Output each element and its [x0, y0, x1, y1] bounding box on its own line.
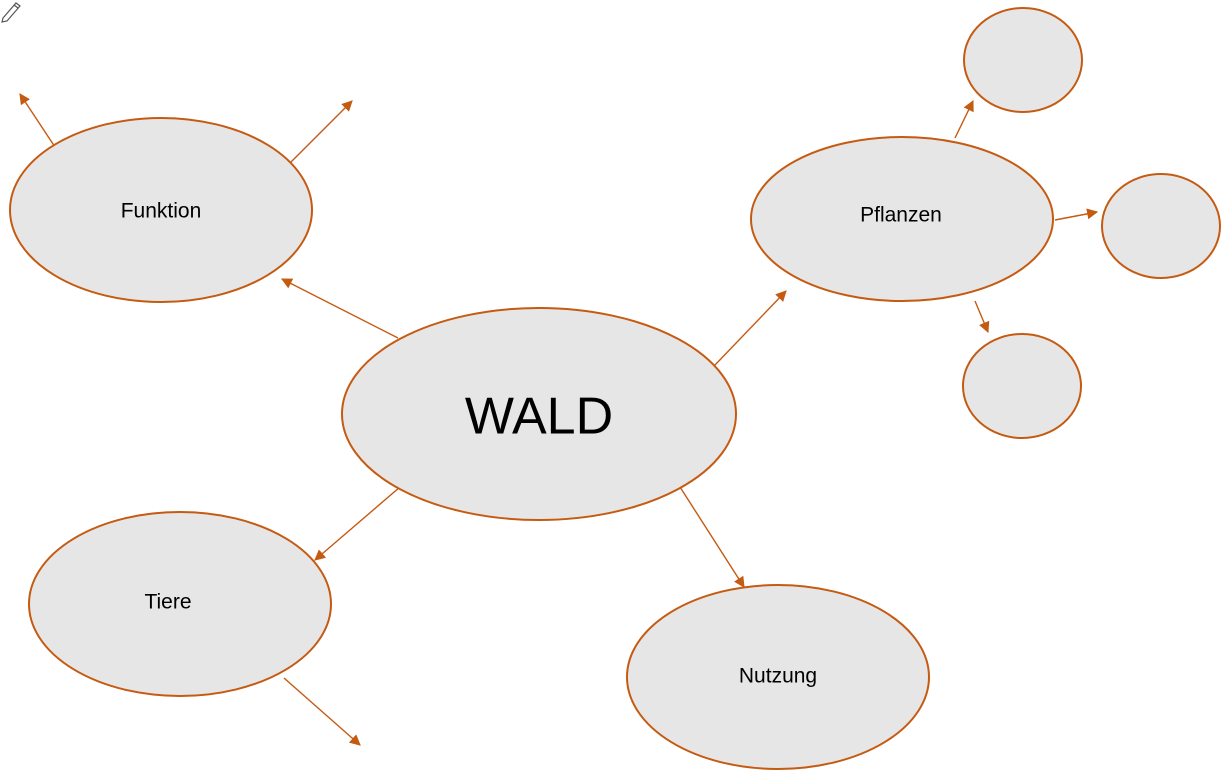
- node-funktion: Funktion: [9, 117, 313, 303]
- arrow-wald-to-nutzung: [679, 486, 745, 588]
- empty-circle-top: [963, 7, 1083, 113]
- arrow-pflanzen-to-circle-right: [1054, 208, 1099, 221]
- node-funktion-label: Funktion: [121, 200, 202, 223]
- node-pflanzen: Pflanzen: [750, 136, 1054, 302]
- arrow-funktion-out-left: [19, 93, 56, 148]
- arrow-wald-to-pflanzen: [714, 290, 787, 366]
- node-wald: WALD: [341, 307, 737, 521]
- node-nutzung-shape: [626, 584, 930, 770]
- arrow-funktion-out-right: [289, 100, 353, 164]
- arrow-pflanzen-to-circle-top: [954, 100, 974, 139]
- node-tiere-label: Tiere: [144, 591, 191, 614]
- empty-circle-right: [1101, 173, 1221, 279]
- arrow-wald-to-funktion: [281, 278, 399, 339]
- node-pflanzen-label: Pflanzen: [860, 204, 942, 227]
- node-nutzung: Nutzung: [626, 584, 930, 770]
- node-nutzung-label: Nutzung: [739, 665, 817, 688]
- arrow-wald-to-tiere: [314, 486, 401, 561]
- arrow-pflanzen-to-circle-bottom: [974, 300, 990, 334]
- node-pflanzen-shape: [750, 136, 1054, 302]
- node-wald-label: WALD: [465, 388, 613, 446]
- node-tiere: Tiere: [28, 511, 332, 697]
- node-wald-shape: [341, 307, 737, 521]
- pencil-icon: [1, 2, 21, 23]
- arrow-tiere-out: [283, 677, 361, 746]
- empty-circle-bottom: [962, 333, 1082, 439]
- node-funktion-shape: [9, 117, 313, 303]
- node-tiere-shape: [28, 511, 332, 697]
